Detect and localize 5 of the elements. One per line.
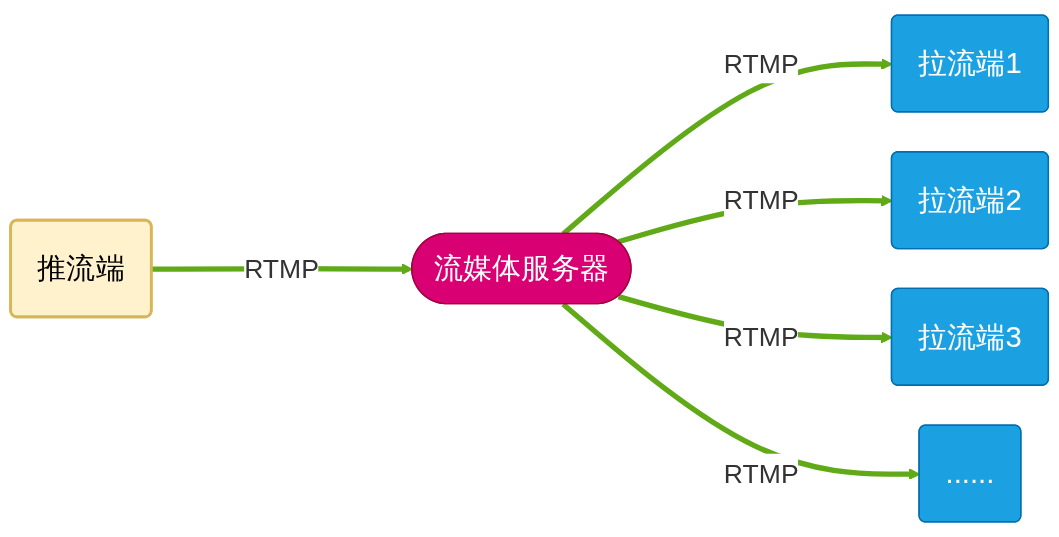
edge-label: RTMP [244,253,319,284]
edge-label: RTMP [723,322,799,352]
edge-label: RTMP [723,458,799,489]
edge-label: RTMP [723,185,799,215]
edge-label: RTMP [723,48,799,79]
